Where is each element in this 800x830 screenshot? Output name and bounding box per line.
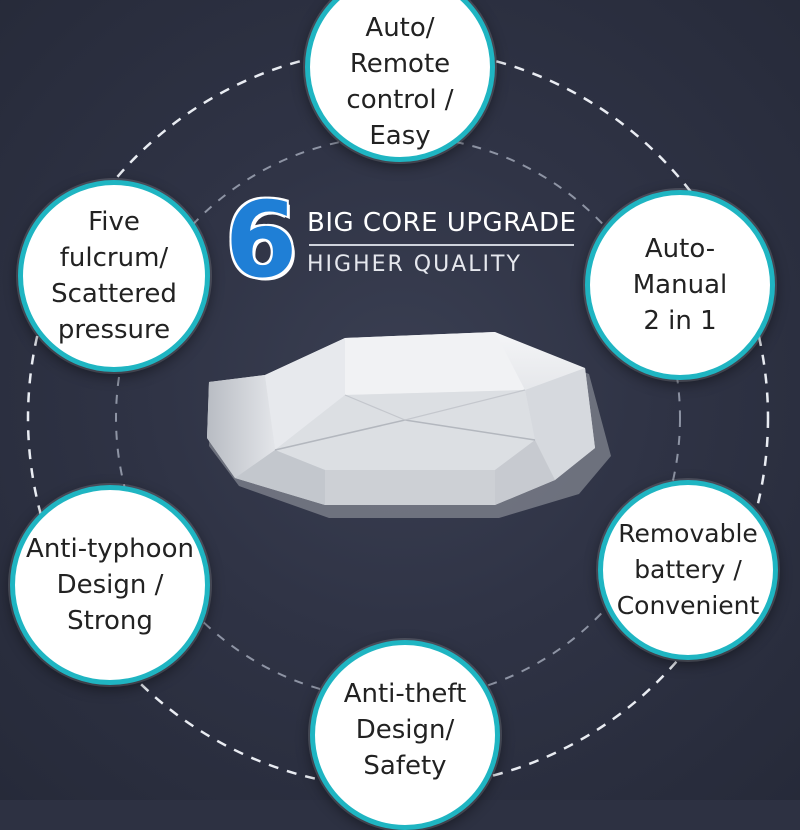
feature-bubble-anti-theft: Anti-theft Design/ Safety xyxy=(310,640,500,830)
dashed-rings xyxy=(26,46,770,790)
feature-bubble-removable-battery: Removable battery / Convenient xyxy=(598,480,778,660)
headline-divider xyxy=(309,244,574,246)
feature-text-anti-typhoon: Anti-typhoon Design / Strong xyxy=(26,534,194,636)
headline-line1: BIG CORE UPGRADE xyxy=(307,208,577,238)
headline-block: 6 BIG CORE UPGRADE HIGHER QUALITY xyxy=(225,188,605,298)
car-tent-product-image xyxy=(207,332,611,518)
inner-dashed-ring xyxy=(115,135,681,701)
feature-text-removable-battery: Removable battery / Convenient xyxy=(616,519,760,620)
feature-text-anti-theft: Anti-theft Design/ Safety xyxy=(343,679,467,781)
feature-bubble-remote-control: Auto/ Remote control / Easy xyxy=(305,0,495,162)
feature-bubble-anti-typhoon: Anti-typhoon Design / Strong xyxy=(10,485,210,685)
feature-text-remote-control: Auto/ Remote control / Easy xyxy=(346,13,454,151)
feature-text-five-fulcrum: Five fulcrum/ Scattered pressure xyxy=(51,207,177,345)
feature-bubble-auto-manual: Auto- Manual 2 in 1 xyxy=(585,190,775,380)
headline-line2: HIGHER QUALITY xyxy=(307,252,522,277)
feature-text-auto-manual: Auto- Manual 2 in 1 xyxy=(632,234,728,336)
headline-number: 6 xyxy=(225,179,298,301)
outer-dashed-ring xyxy=(26,46,770,790)
feature-bubble-five-fulcrum: Five fulcrum/ Scattered pressure xyxy=(18,180,210,372)
